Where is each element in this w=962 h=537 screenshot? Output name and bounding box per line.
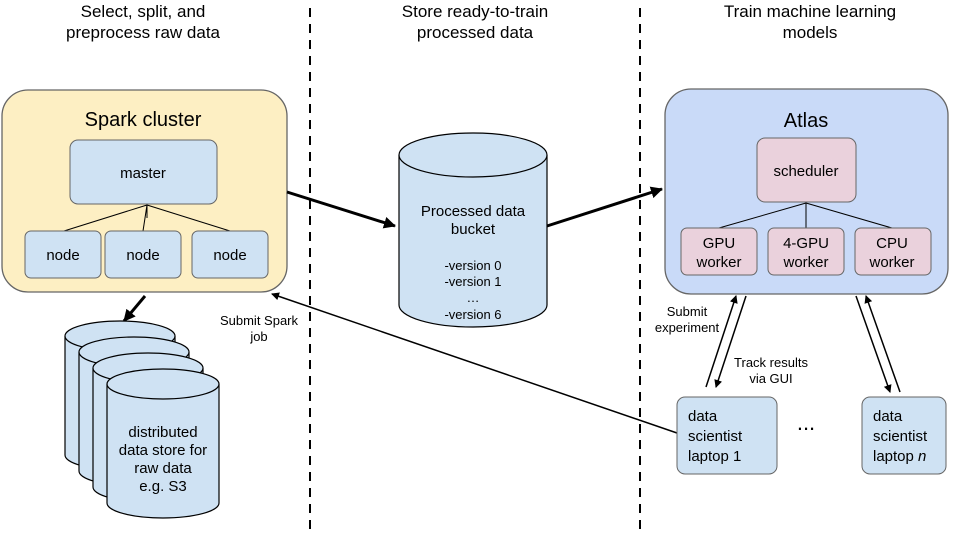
laptop-1-line2: scientist <box>688 428 743 445</box>
atlas-worker-4gpu-line1: 4-GPU <box>783 235 829 252</box>
edge-label-submit-spark-line2: job <box>249 329 267 344</box>
atlas-worker-4gpu <box>767 227 845 276</box>
datastore-label-line4: e.g. S3 <box>139 478 187 495</box>
spark-master-box <box>69 139 218 205</box>
laptop-n-line3: laptop n <box>873 448 926 465</box>
atlas-connector-cpu <box>805 202 893 229</box>
laptop-1-line1: data <box>688 408 718 425</box>
edge-label-submit-experiment-line2: experiment <box>655 320 720 335</box>
laptop-n-box <box>861 396 947 475</box>
atlas-scheduler-label: scheduler <box>773 163 838 180</box>
arrow-spark-to-datastore <box>122 295 147 322</box>
bucket-version-0: -version 0 <box>444 258 501 273</box>
arrow-atlas-to-laptopn <box>855 295 892 393</box>
arrow-laptopn-submit-experiment <box>864 295 901 393</box>
edge-label-track-results-line1: Track results <box>734 355 808 370</box>
spark-node-2 <box>104 230 182 279</box>
atlas-worker-gpu <box>680 227 758 276</box>
laptop-1-line3: laptop 1 <box>688 448 741 465</box>
atlas-worker-cpu <box>854 227 932 276</box>
bucket-title-line2: bucket <box>451 221 496 238</box>
bucket-version-ellipsis: … <box>467 290 480 305</box>
column-header-left-line1: Select, split, and <box>81 2 206 21</box>
spark-node-2-label: node <box>126 247 159 264</box>
atlas-worker-gpu-line1: GPU <box>703 235 736 252</box>
atlas-worker-4gpu-line2: worker <box>782 254 828 271</box>
atlas-scheduler-box <box>756 137 857 203</box>
column-header-right-line2: models <box>783 23 838 42</box>
bucket-version-6: -version 6 <box>444 307 501 322</box>
atlas-worker-cpu-line1: CPU <box>876 235 908 252</box>
arrow-laptop1-submit-experiment <box>705 295 738 388</box>
datastore-cylinder-4 <box>106 368 220 519</box>
edge-label-submit-experiment-line1: Submit <box>667 304 708 319</box>
arrow-spark-to-bucket <box>286 190 396 229</box>
spark-connector-node2 <box>142 204 148 232</box>
datastore-label-line1: distributed <box>128 424 197 441</box>
spark-connector-node3 <box>146 204 231 232</box>
laptop-n-line1: data <box>873 408 903 425</box>
processed-data-bucket <box>398 132 548 328</box>
column-header-right-line1: Train machine learning <box>724 2 896 21</box>
laptop-n-line3-suffix: n <box>918 448 926 465</box>
laptop-1-box <box>676 396 778 475</box>
spark-connector-node1 <box>63 204 148 232</box>
column-header-left-line2: preprocess raw data <box>66 23 221 42</box>
bucket-title-line1: Processed data <box>421 203 526 220</box>
datastore-label-line3: raw data <box>134 460 192 477</box>
laptop-n-line3-prefix: laptop <box>873 448 918 465</box>
column-header-middle-line1: Store ready-to-train <box>402 2 548 21</box>
spark-node-3-label: node <box>213 247 246 264</box>
edge-label-submit-spark-line1: Submit Spark <box>220 313 299 328</box>
laptop-ellipsis: ... <box>797 410 815 435</box>
bucket-version-1: -version 1 <box>444 274 501 289</box>
laptop-1-line3-suffix: 1 <box>733 448 741 465</box>
arrow-laptop1-submit-spark-job <box>271 292 678 434</box>
datastore-label-line2: data store for <box>119 442 207 459</box>
atlas-worker-cpu-line2: worker <box>868 254 914 271</box>
atlas-title: Atlas <box>784 110 828 132</box>
laptop-1-line3-prefix: laptop <box>688 448 733 465</box>
laptop-n-line2: scientist <box>873 428 928 445</box>
atlas-connector-gpu <box>718 202 807 229</box>
edge-label-track-results-line2: via GUI <box>749 371 792 386</box>
spark-node-1 <box>24 230 102 279</box>
arrow-bucket-to-atlas <box>546 186 663 228</box>
column-header-middle-line2: processed data <box>417 23 534 42</box>
spark-master-label: master <box>120 165 166 182</box>
spark-cluster-title: Spark cluster <box>85 109 202 131</box>
arrow-atlas-track-results <box>714 295 747 388</box>
spark-node-1-label: node <box>46 247 79 264</box>
spark-node-3 <box>191 230 269 279</box>
atlas-worker-gpu-line2: worker <box>695 254 741 271</box>
